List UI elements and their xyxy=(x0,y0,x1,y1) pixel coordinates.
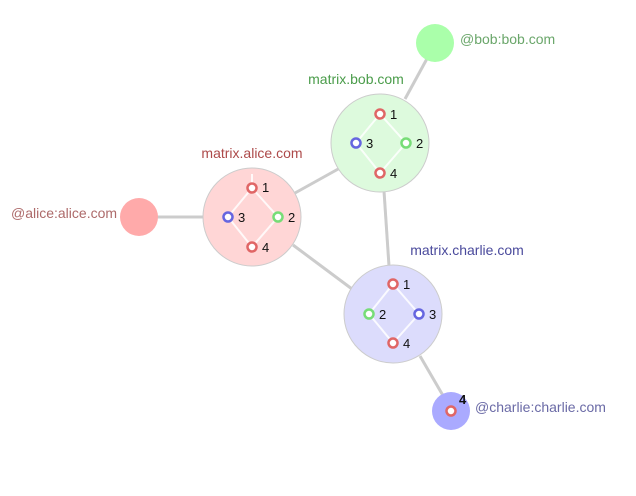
alice-event-1[interactable] xyxy=(246,182,258,194)
alice-server-label: matrix.alice.com xyxy=(201,145,302,161)
link-alice-bob xyxy=(294,166,341,195)
charlie-event-2[interactable] xyxy=(363,308,375,320)
bob-event-4-label: 4 xyxy=(390,166,397,181)
alice-server-node[interactable] xyxy=(202,167,302,267)
alice-event-2[interactable] xyxy=(272,211,284,223)
bob-user-node[interactable] xyxy=(416,24,454,62)
alice-event-1-label: 1 xyxy=(262,180,269,195)
charlie-user-badge: 4 xyxy=(459,392,467,407)
charlie-event-4-label: 4 xyxy=(403,336,410,351)
bob-event-3[interactable] xyxy=(350,137,362,149)
alice-user-label: @alice:alice.com xyxy=(11,205,117,221)
charlie-events xyxy=(363,278,457,417)
alice-event-2-label: 2 xyxy=(288,210,295,225)
link-alice-charlie xyxy=(292,243,353,291)
charlie-event-2-label: 2 xyxy=(379,307,386,322)
bob-events xyxy=(350,108,412,179)
bob-event-1-label: 1 xyxy=(390,107,397,122)
charlie-user-event[interactable] xyxy=(445,405,457,417)
alice-events xyxy=(222,182,284,253)
link-bob-charlie xyxy=(382,190,391,267)
charlie-event-4[interactable] xyxy=(387,337,399,349)
charlie-server-label: matrix.charlie.com xyxy=(410,242,524,258)
bob-server-label: matrix.bob.com xyxy=(308,71,404,87)
charlie-event-3[interactable] xyxy=(413,308,425,320)
charlie-event-1[interactable] xyxy=(387,278,399,290)
charlie-event-1-label: 1 xyxy=(403,277,410,292)
charlie-user-label: @charlie:charlie.com xyxy=(475,399,606,415)
bob-event-3-label: 3 xyxy=(366,136,373,151)
bob-event-2[interactable] xyxy=(400,137,412,149)
bob-user-label: @bob:bob.com xyxy=(460,31,555,47)
alice-user-node[interactable] xyxy=(120,198,158,236)
alice-event-3-label: 3 xyxy=(238,210,245,225)
bob-event-1[interactable] xyxy=(374,108,386,120)
bob-event-2-label: 2 xyxy=(416,136,423,151)
link-charlie-user-server xyxy=(418,355,447,400)
charlie-server-node[interactable] xyxy=(343,264,443,364)
alice-event-4-label: 4 xyxy=(262,240,269,255)
charlie-event-3-label: 3 xyxy=(429,307,436,322)
alice-event-4[interactable] xyxy=(246,241,258,253)
alice-event-3[interactable] xyxy=(222,211,234,223)
bob-event-4[interactable] xyxy=(374,167,386,179)
bob-server-node[interactable] xyxy=(330,93,430,193)
